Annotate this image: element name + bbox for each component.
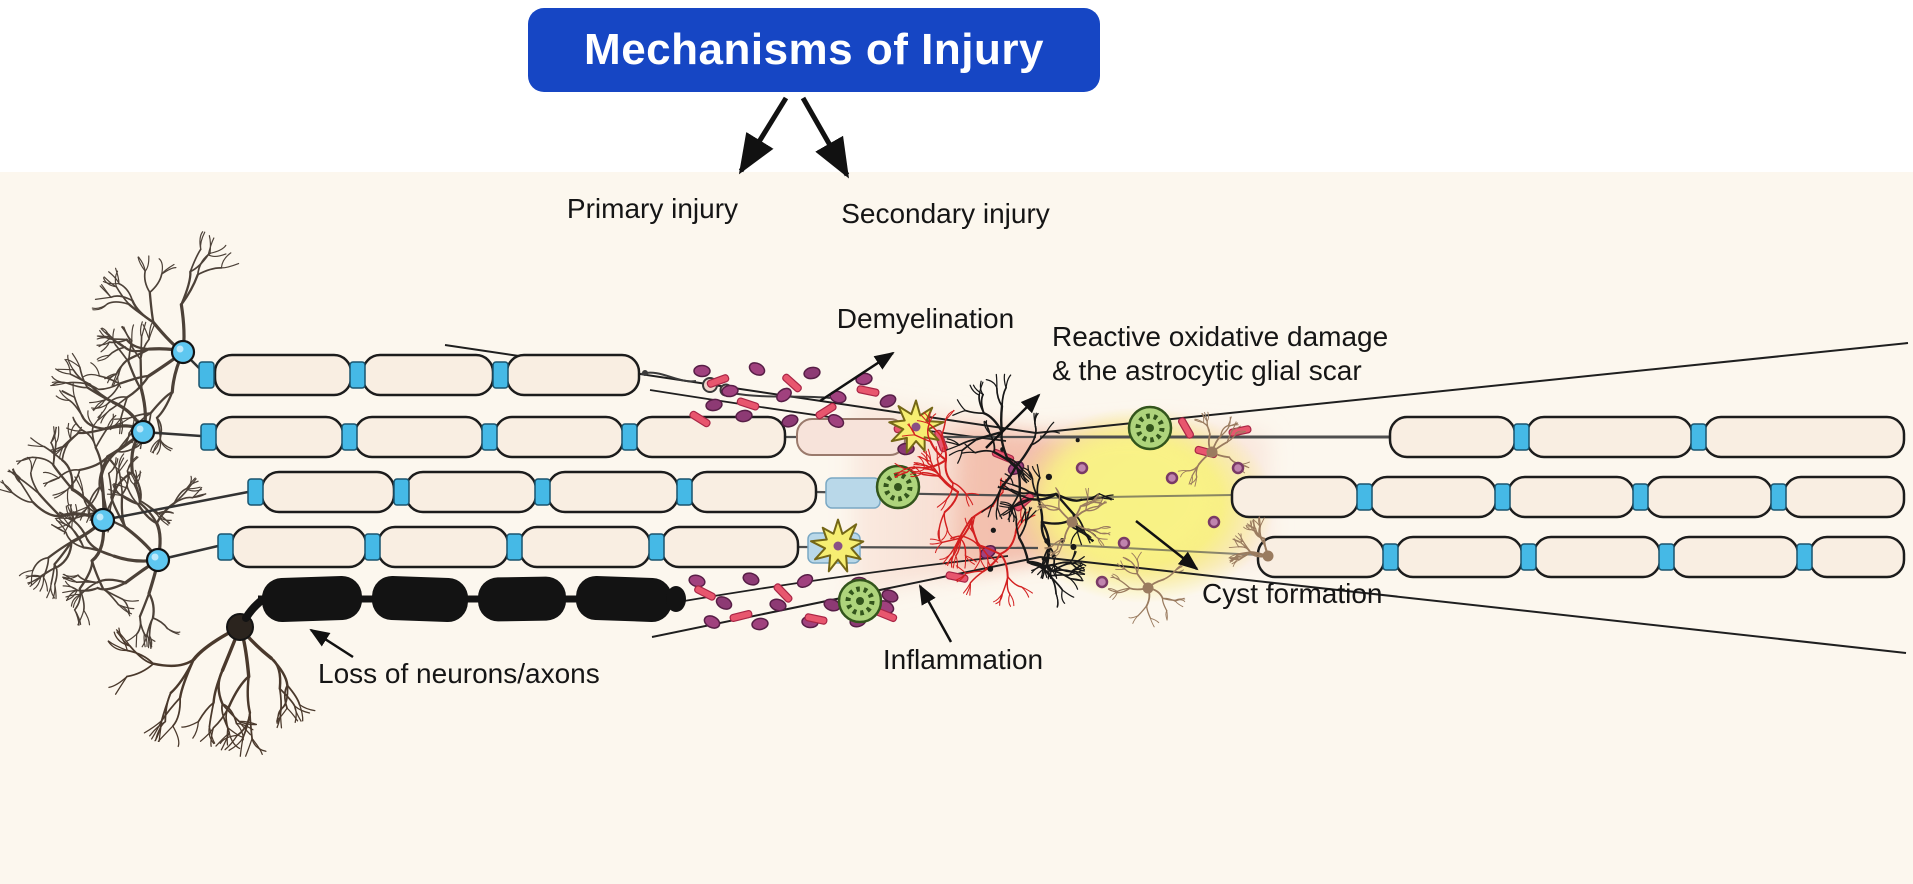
degenerated-axon: [242, 575, 686, 623]
myelin-sheaths: [198, 353, 1906, 579]
page-title: Mechanisms of Injury: [584, 25, 1044, 74]
glial-scar: [893, 373, 1115, 608]
yellow-astrocytes: [810, 399, 945, 573]
cyst-cells: [1037, 411, 1274, 628]
label-reactive-damage-line1: Reactive oxidative damage: [1052, 321, 1389, 352]
label-demyelination: Demyelination: [836, 303, 1015, 334]
label-primary-injury: Primary injury: [566, 193, 739, 224]
green-cells: [837, 405, 1173, 624]
label-loss-of-neurons: Loss of neurons/axons: [318, 658, 600, 689]
label-cyst-formation: Cyst formation: [1202, 578, 1383, 609]
label-secondary-injury: Secondary injury: [841, 198, 1050, 229]
label-inflammation: Inflammation: [882, 644, 1044, 675]
title-box: Mechanisms of Injury: [528, 8, 1100, 92]
annotation-arrows: [309, 96, 1199, 659]
label-reactive-damage: Reactive oxidative damage & the astrocyt…: [1052, 320, 1388, 387]
label-reactive-damage-line2: & the astrocytic glial scar: [1052, 354, 1362, 386]
neuron-somas: [90, 339, 254, 641]
